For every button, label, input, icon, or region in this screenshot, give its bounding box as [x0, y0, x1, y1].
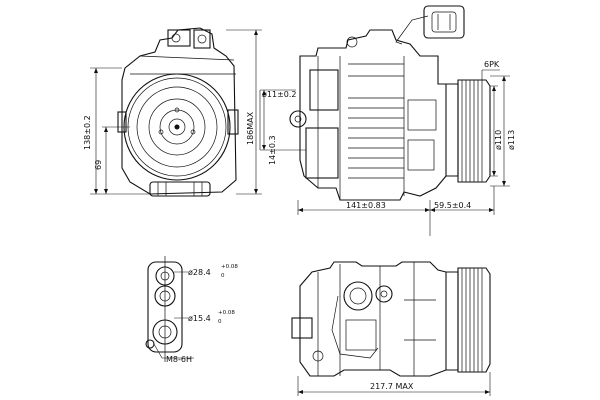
dim-14: 14±0.3: [268, 135, 277, 165]
dim-141: 141±0.83: [346, 201, 386, 210]
dim-113: ø113: [507, 130, 516, 150]
dim-28: ø28.4: [188, 268, 211, 277]
front-view: 138±0.2 69 186MAX: [83, 27, 262, 197]
dim-15-tol: +0.08: [218, 310, 235, 316]
dim-217: 217.7 MAX: [370, 382, 414, 391]
dim-186max: 186MAX: [246, 111, 255, 145]
dim-59: 59.5±0.4: [434, 201, 471, 210]
label-m8: M8-6H: [166, 355, 192, 364]
label-6pk: 6PK: [484, 60, 500, 69]
dim-15-tol2: 0: [218, 319, 222, 325]
dim-69: 69: [94, 160, 103, 170]
dim-138: 138±0.2: [83, 115, 92, 150]
dim-28-tol2: 0: [221, 273, 225, 279]
side-view: ø11±0.2 14±0.3 141±0.83 59.5±0.4 6PK ø11…: [259, 5, 516, 236]
dim-110: ø110: [494, 130, 503, 150]
dim-28-tol: +0.08: [221, 264, 238, 270]
top-view: 217.7 MAX: [291, 261, 491, 396]
dim-11: ø11±0.2: [262, 90, 297, 99]
dim-15: ø15.4: [188, 314, 211, 323]
port-detail: ø28.4 +0.08 0 ø15.4 +0.08 0 M8-6H: [145, 256, 238, 364]
